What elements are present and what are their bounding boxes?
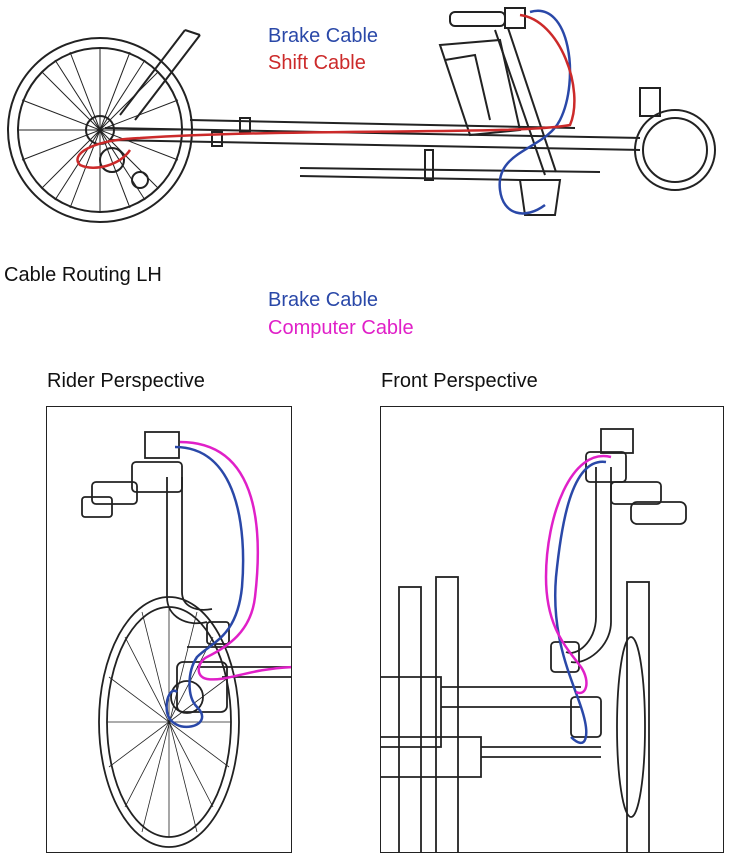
front-brake-cable [554,460,607,744]
front-perspective-drawing [381,428,687,852]
rider-view-wheel [98,596,240,848]
top-shift-cable [76,13,576,169]
section-title: Cable Routing LH [4,264,162,286]
rider-perspective-drawing [81,431,291,848]
legend-brake-cable-mid: Brake Cable [268,289,379,311]
front-perspective-panel [380,406,724,853]
trike-side-view-drawing [7,7,716,223]
front-wheel [634,109,716,191]
top-brake-cable [498,9,572,215]
legend-brake-cable-top: Brake Cable [268,25,379,47]
rider-perspective-panel [46,406,292,853]
front-computer-cable [544,454,612,695]
front-perspective-title: Front Perspective [381,370,538,392]
front-view-wheel [616,636,646,818]
legend-computer-cable: Computer Cable [268,317,414,339]
rider-computer-cable [179,440,291,681]
rider-perspective-title: Rider Perspective [47,370,205,392]
bike-computer-front [600,428,634,454]
rider-brake-cable [165,445,245,729]
legend-shift-cable: Shift Cable [268,52,366,74]
seat [438,38,522,137]
main-frame [104,119,641,151]
bike-computer [144,431,180,459]
